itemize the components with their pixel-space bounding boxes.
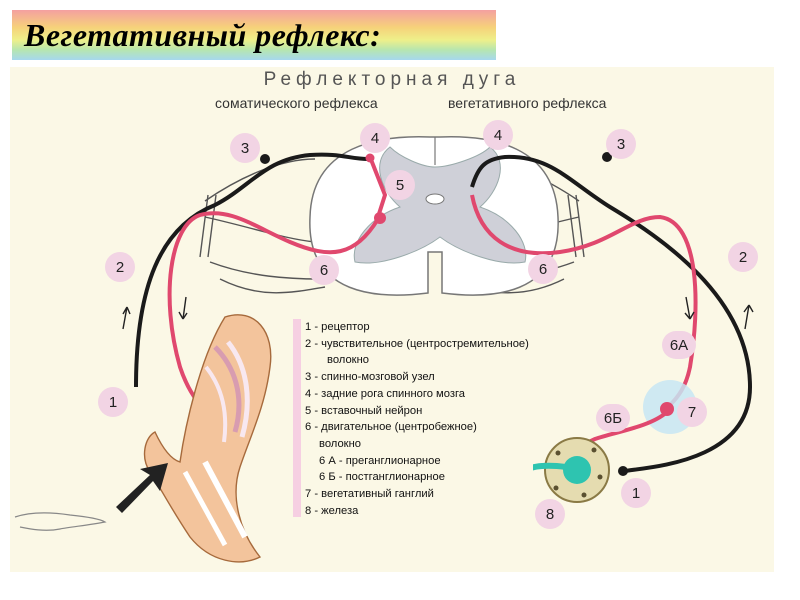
- legend-item: 6 А - преганглионарное: [319, 454, 441, 467]
- legend-item: 2 - чувствительное (центростремительное): [305, 337, 529, 350]
- label-4-left: 4: [360, 123, 390, 153]
- label-4-right: 4: [483, 120, 513, 150]
- stimulus-arrow-icon: [116, 463, 168, 513]
- gland: [518, 437, 610, 503]
- reflex-arc-diagram: Рефлекторная дуга соматического рефлекса…: [10, 67, 774, 572]
- label-6-left: 6: [309, 255, 339, 285]
- right-preganglionic-fiber: [470, 194, 698, 407]
- spinal-cord-section: [309, 136, 559, 296]
- legend-item: 1 - рецептор: [305, 321, 370, 333]
- label-1-right: 1: [621, 478, 651, 508]
- label-2-left: 2: [105, 252, 135, 282]
- subtitle-somatic: соматического рефлекса: [215, 95, 378, 111]
- legend-item: волокно: [327, 354, 369, 367]
- slide-title: Вегетативный рефлекс:: [24, 16, 382, 53]
- legend: 1 - рецептор 2 - чувствительное (центрост…: [293, 319, 533, 517]
- legend-item: 5 - вставочный нейрон: [305, 404, 423, 417]
- left-sensory-fiber: [134, 152, 369, 388]
- legend-item: 4 - задние рога спинного мозга: [305, 387, 466, 400]
- hand-outline: [14, 512, 107, 531]
- label-6a: 6А: [662, 331, 696, 359]
- title-banner: Вегетативный рефлекс:: [12, 10, 496, 60]
- legend-item: 8 - железа: [305, 504, 359, 517]
- legend-item: 6 - двигательное (центробежное): [305, 421, 477, 434]
- left-motor-fiber: [167, 211, 380, 419]
- label-7: 7: [677, 397, 707, 427]
- label-5: 5: [385, 170, 415, 200]
- label-6-right: 6: [528, 254, 558, 284]
- left-spinal-ganglion: [260, 154, 270, 164]
- arm-illustration: [143, 314, 272, 563]
- legend-rows: 1 - рецептор 2 - чувствительное (центрост…: [305, 319, 529, 519]
- right-sensory-fiber: [470, 154, 753, 473]
- legend-item: 6 Б - постганглионарное: [319, 471, 445, 484]
- label-3-left: 3: [230, 133, 260, 163]
- legend-bar: [293, 319, 301, 517]
- label-3-right: 3: [606, 129, 636, 159]
- left-interneuron: [368, 156, 388, 218]
- label-2-right: 2: [728, 242, 758, 272]
- label-1-left: 1: [98, 387, 128, 417]
- legend-item: волокно: [319, 437, 361, 450]
- subtitle-autonomic: вегетативного рефлекса: [448, 95, 607, 111]
- legend-item: 3 - спинно-мозговой узел: [305, 371, 435, 384]
- legend-item: 7 - вегетативный ганглий: [305, 488, 434, 501]
- arc-title: Рефлекторная дуга: [263, 69, 521, 90]
- label-8: 8: [535, 499, 565, 529]
- label-6b: 6Б: [596, 404, 630, 432]
- direction-arrows: [122, 296, 754, 330]
